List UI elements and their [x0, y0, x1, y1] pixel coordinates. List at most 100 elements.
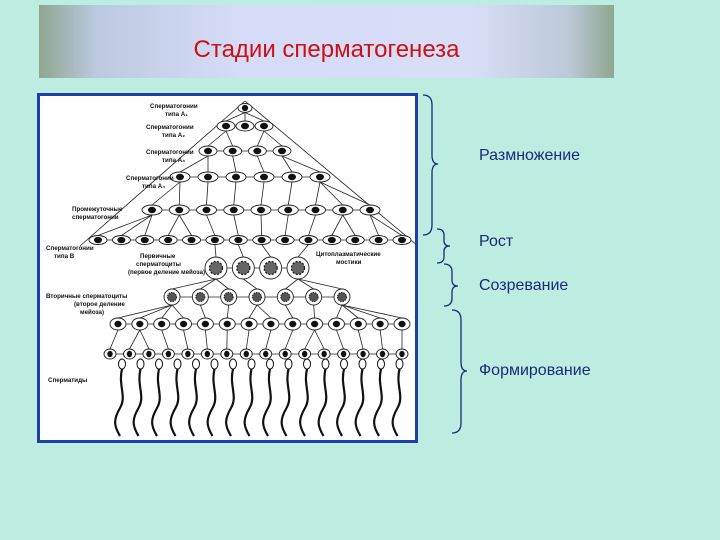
cell-nucleus [179, 320, 188, 328]
slide-title: Стадии сперматогенеза [193, 36, 460, 63]
cell-nucleus [232, 173, 240, 181]
sperm-tail [188, 368, 198, 437]
cell-link [232, 155, 237, 173]
cell-nucleus [260, 173, 268, 181]
cell-nucleus [107, 350, 113, 358]
stage-label-reproduction: Размножение [479, 147, 581, 164]
cell-link [215, 278, 229, 290]
cell-link [233, 181, 237, 206]
cell-nucleus [208, 260, 224, 276]
cell-nucleus [263, 260, 278, 276]
sperm-tail [336, 368, 346, 437]
cell-nucleus [304, 236, 313, 244]
cell-link [199, 304, 206, 319]
cell-link [281, 155, 293, 173]
cell-link [297, 278, 314, 290]
cell-link [319, 181, 344, 206]
cell-nucleus [165, 350, 172, 358]
cell-link [297, 244, 309, 258]
cell-link [178, 214, 192, 236]
cell-link [237, 244, 244, 258]
cell-link [331, 214, 344, 236]
cell-nucleus [185, 350, 191, 358]
cell-link [281, 155, 321, 173]
stage-label-growth: Рост [479, 233, 514, 250]
cell-nucleus [201, 320, 209, 328]
cell-nucleus [379, 350, 386, 358]
cell-nucleus [301, 350, 308, 358]
cell-nucleus [253, 147, 262, 155]
cell-link [284, 329, 294, 350]
cell-link [178, 181, 181, 206]
cell-nucleus [337, 292, 347, 302]
cell-link [245, 329, 250, 350]
sperm-tail [151, 368, 161, 437]
cell-link [248, 304, 258, 319]
cell-nucleus [146, 350, 152, 358]
cell-link [129, 329, 141, 350]
cell-link [263, 130, 283, 147]
cell-nucleus [241, 122, 249, 130]
cell-link [225, 112, 246, 122]
cell-nucleus [176, 173, 184, 181]
cell-nucleus [281, 236, 290, 244]
stage-label-formation: Формирование [479, 362, 591, 379]
cell-nucleus [366, 206, 374, 214]
cell-nucleus [290, 260, 306, 276]
cell-nucleus [321, 350, 327, 358]
cell-nucleus [175, 206, 184, 214]
sperm-tail [280, 368, 291, 437]
cell-nucleus [257, 236, 266, 244]
cell-nucleus [243, 350, 249, 358]
title-banner: Стадии сперматогенеза [39, 5, 614, 78]
cell-link [304, 329, 315, 350]
cell-nucleus [257, 206, 265, 214]
sperm-tail [206, 368, 217, 437]
cell-link [284, 214, 289, 236]
cell-nucleus [187, 236, 196, 244]
cell-nucleus [263, 350, 269, 358]
cell-link [256, 130, 265, 147]
cell-link [207, 130, 227, 147]
cell-link [139, 329, 150, 350]
sperm-tail [299, 368, 309, 437]
cell-link [225, 130, 234, 147]
cell-nucleus [202, 206, 211, 214]
cell-nucleus [267, 320, 275, 328]
cell-nucleus [234, 236, 243, 244]
cell-link [297, 278, 343, 290]
cell-nucleus [204, 147, 212, 155]
cell-link [167, 214, 180, 236]
bracket-maturation [443, 263, 459, 307]
cell-nucleus [236, 260, 251, 276]
cell-nucleus [284, 206, 293, 214]
cell-link [171, 304, 184, 319]
cell-nucleus [398, 320, 406, 328]
cell-nucleus [164, 236, 173, 244]
cell-link [261, 244, 271, 258]
cell-link [179, 155, 209, 173]
cell-link [171, 278, 217, 290]
cell-link [379, 329, 383, 350]
cell-nucleus [351, 236, 360, 244]
cell-link [357, 329, 364, 350]
cell-link [265, 329, 272, 350]
cell-link [183, 329, 189, 350]
cell-nucleus [311, 320, 319, 328]
cell-link [287, 181, 293, 206]
sperm-tail [262, 368, 272, 437]
cell-nucleus [223, 320, 231, 328]
cell-link [369, 214, 403, 236]
cell-nucleus [308, 292, 319, 302]
sperm-tail [373, 368, 383, 437]
cell-nucleus [327, 236, 336, 244]
cell-nucleus [229, 206, 238, 214]
stage-label-maturation: Созревание [479, 277, 569, 294]
